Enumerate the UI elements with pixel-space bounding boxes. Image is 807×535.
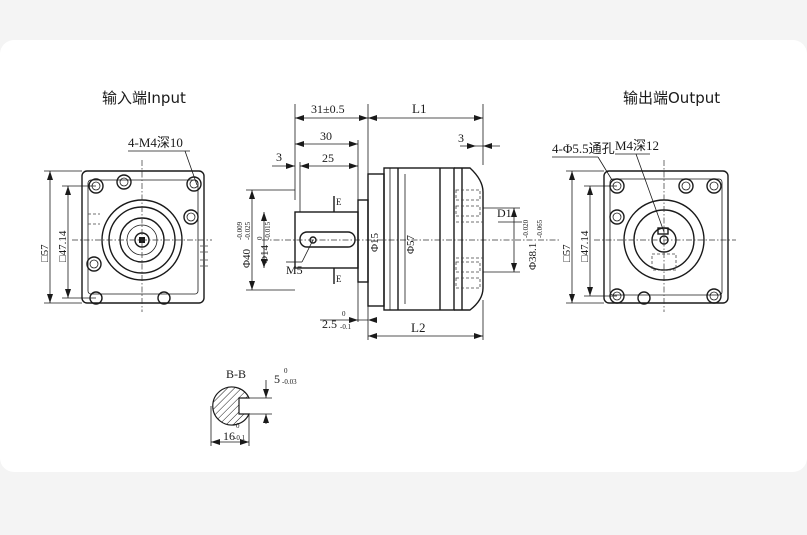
dim-3-left: 3 <box>276 150 282 164</box>
output-view: 输出端Output 4-Φ5.5通孔 M4深12 □57 <box>552 89 736 312</box>
output-thread-label: M4深12 <box>615 138 659 153</box>
input-sq-outer: □57 <box>39 244 51 262</box>
side-view: 31±0.5 L1 30 25 3 3 E E <box>236 101 560 340</box>
dim-phi40: Φ40 <box>241 248 253 268</box>
output-title: 输出端Output <box>623 89 720 107</box>
output-flange <box>603 170 729 304</box>
dim-phi14: Φ14 <box>259 244 271 264</box>
section-bb-label: B-B <box>226 367 246 381</box>
dim-phi40-tol-top: -0.009 <box>236 221 244 240</box>
input-title: 输入端Input <box>102 89 186 107</box>
section-bb: B-B 5 0 -0.03 16 0 -0.1 <box>210 367 297 446</box>
dim-5: 5 <box>274 372 280 386</box>
dim-phi15: Φ15 <box>369 232 381 252</box>
dim-5-tol-bot: -0.03 <box>282 378 297 386</box>
dim-phi57: Φ57 <box>405 234 417 254</box>
shaft-section <box>212 386 250 426</box>
output-sq-outer: □57 <box>561 244 573 262</box>
dim-l2: L2 <box>411 320 425 335</box>
dim-31: 31±0.5 <box>311 102 345 116</box>
dim-3-right: 3 <box>458 131 464 145</box>
input-flange <box>81 170 205 304</box>
dim-16-tol-top: 0 <box>236 422 240 430</box>
dim-2-5-tol-top: 0 <box>342 310 346 318</box>
gearbox-housing <box>383 167 455 311</box>
dim-phi14-tol-top: 0 <box>256 236 264 240</box>
dim-m5: M5 <box>286 263 303 277</box>
output-sq-inner: □47.14 <box>579 230 591 262</box>
input-view: 输入端Input 4-M4深10 <box>39 89 212 312</box>
section-e-top: E <box>336 197 342 207</box>
dim-5-tol-top: 0 <box>284 367 288 375</box>
dim-phi38-tol-top: -0.020 <box>522 219 530 238</box>
input-bolts-label: 4-M4深10 <box>128 135 183 150</box>
dim-phi38: Φ38.1 <box>527 243 539 270</box>
dim-phi38-tol-bot: -0.065 <box>536 219 544 238</box>
input-sq-inner: □47.14 <box>57 230 69 262</box>
shaft-keyway <box>299 231 356 248</box>
dim-2-5-tol-bot: -0.1 <box>340 323 352 331</box>
output-holes-label: 4-Φ5.5通孔 <box>552 141 615 156</box>
dim-16-tol-bot: -0.1 <box>234 434 246 442</box>
drawing-sheet <box>0 40 807 472</box>
section-e-bot: E <box>336 274 342 284</box>
dim-25: 25 <box>322 151 334 165</box>
dim-phi14-tol-bot: -0.015 <box>264 221 272 240</box>
dim-2-5: 2.5 <box>322 317 337 331</box>
dim-phi40-tol-bot: -0.025 <box>244 221 252 240</box>
dim-16: 16 <box>223 429 235 443</box>
dim-d1: D1 <box>497 206 512 220</box>
output-shaft <box>294 211 359 269</box>
dim-l1: L1 <box>412 101 426 116</box>
dim-30: 30 <box>320 129 332 143</box>
input-bolt-holes <box>86 174 202 305</box>
